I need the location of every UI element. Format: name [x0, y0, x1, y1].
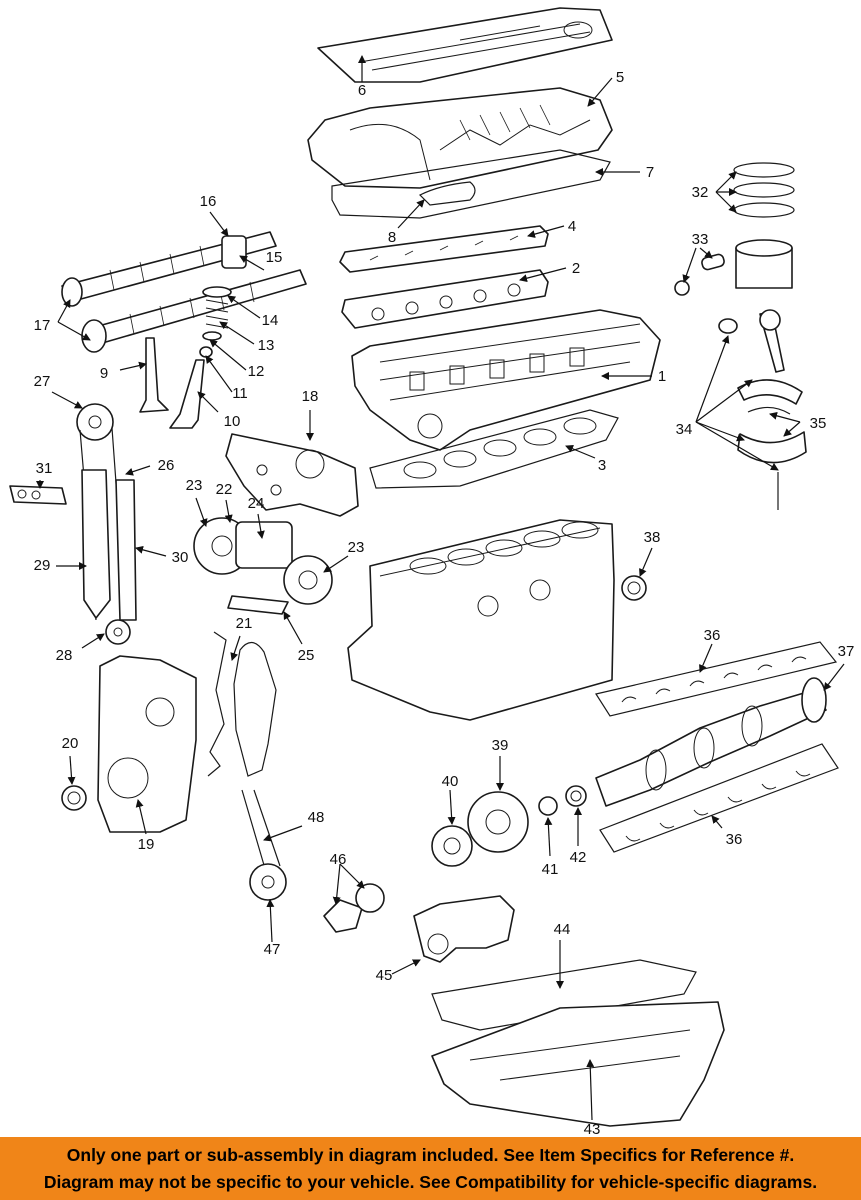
- oil-pump-chain: [241, 789, 287, 901]
- callout-3: 3: [598, 457, 606, 474]
- crankshaft: [595, 677, 827, 807]
- crank-seal-ring: [565, 785, 587, 807]
- camshaft-carrier: [341, 269, 549, 329]
- callout-17: 17: [34, 317, 51, 334]
- callout-36a: 36: [704, 627, 721, 644]
- callout-2: 2: [572, 260, 580, 277]
- front-crank-seal: [61, 785, 87, 811]
- valves: [139, 337, 205, 429]
- callout-25: 25: [298, 647, 315, 664]
- callout-13: 13: [258, 337, 275, 354]
- callout-8: 8: [388, 229, 396, 246]
- valve-cover: [307, 87, 613, 189]
- callout-26: 26: [158, 457, 175, 474]
- callout-47: 47: [264, 941, 281, 958]
- callout-28: 28: [56, 647, 73, 664]
- camshaft-bearing-cap: [339, 225, 549, 273]
- oil-pump-drive: [323, 883, 385, 933]
- engine-cover: [317, 7, 613, 83]
- main-bearings-upper: [595, 641, 838, 717]
- callout-6: 6: [358, 82, 366, 99]
- callout-9: 9: [100, 365, 108, 382]
- callout-20: 20: [62, 735, 79, 752]
- main-bearings-lower: [599, 743, 839, 853]
- oil-pan-gasket: [431, 959, 697, 1031]
- callout-45: 45: [376, 967, 393, 984]
- engine-block: [347, 519, 615, 721]
- callout-18: 18: [302, 388, 319, 405]
- callout-labels: 1 2 3 4 5 6 7 8 9 10 11 12 13 14 15 16 1…: [34, 69, 855, 1137]
- timing-cover-gasket: [207, 631, 277, 777]
- callout-31: 31: [36, 460, 53, 477]
- callout-15: 15: [266, 249, 283, 266]
- callout-30: 30: [172, 549, 189, 566]
- callout-37: 37: [838, 643, 855, 660]
- crank-pulley: [431, 825, 473, 867]
- piston-and-pin: [674, 239, 793, 296]
- callout-19: 19: [138, 836, 155, 853]
- crank-hub: [538, 796, 558, 816]
- callout-34: 34: [676, 421, 693, 438]
- valve-cover-gasket: [331, 149, 611, 219]
- callout-40: 40: [442, 773, 459, 790]
- callout-21: 21: [236, 615, 253, 632]
- engine-parts-exploded-diagram: 1 2 3 4 5 6 7 8 9 10 11 12 13 14 15 16 1…: [9, 7, 855, 1137]
- callout-23a: 23: [186, 477, 203, 494]
- callout-10: 10: [224, 413, 241, 430]
- oil-pan: [431, 1001, 725, 1127]
- timing-chain-assembly: [76, 403, 137, 645]
- callout-43: 43: [584, 1121, 601, 1137]
- rear-main-seal: [621, 575, 647, 601]
- callout-16: 16: [200, 193, 217, 210]
- callout-36b: 36: [726, 831, 743, 848]
- callout-22: 22: [216, 481, 233, 498]
- callout-7: 7: [646, 164, 654, 181]
- piston-rings: [733, 162, 795, 218]
- cylinder-head: [351, 309, 661, 451]
- cam-sprockets: [193, 517, 333, 615]
- timing-cover: [97, 655, 197, 833]
- chain-tensioner: [9, 485, 67, 505]
- callout-23b: 23: [348, 539, 365, 556]
- callout-44: 44: [554, 921, 571, 938]
- callout-24: 24: [248, 495, 265, 512]
- callout-5: 5: [616, 69, 624, 86]
- callout-33: 33: [692, 231, 709, 248]
- vibration-damper: [467, 791, 529, 853]
- callout-35: 35: [810, 415, 827, 432]
- callout-27: 27: [34, 373, 51, 390]
- callout-32: 32: [692, 184, 709, 201]
- vanos-unit: [225, 433, 359, 517]
- disclaimer-line-1: Only one part or sub-assembly in diagram…: [66, 1145, 795, 1165]
- callout-38: 38: [644, 529, 661, 546]
- callout-29: 29: [34, 557, 51, 574]
- callout-46: 46: [330, 851, 347, 868]
- oil-pump: [413, 895, 515, 963]
- callout-1: 1: [658, 368, 666, 385]
- callout-4: 4: [568, 218, 576, 235]
- callout-42: 42: [570, 849, 587, 866]
- callout-14: 14: [262, 312, 279, 329]
- callout-48: 48: [308, 809, 325, 826]
- callout-12: 12: [248, 363, 265, 380]
- disclaimer-line-2: Diagram may not be specific to your vehi…: [43, 1172, 818, 1192]
- cylinder-head-gasket: [369, 409, 619, 489]
- callout-41: 41: [542, 861, 559, 878]
- disclaimer-banner: Only one part or sub-assembly in diagram…: [0, 1137, 861, 1200]
- callout-11: 11: [232, 385, 248, 402]
- callout-39: 39: [492, 737, 509, 754]
- connecting-rod: [718, 309, 807, 510]
- leader-lines: [36, 55, 845, 1121]
